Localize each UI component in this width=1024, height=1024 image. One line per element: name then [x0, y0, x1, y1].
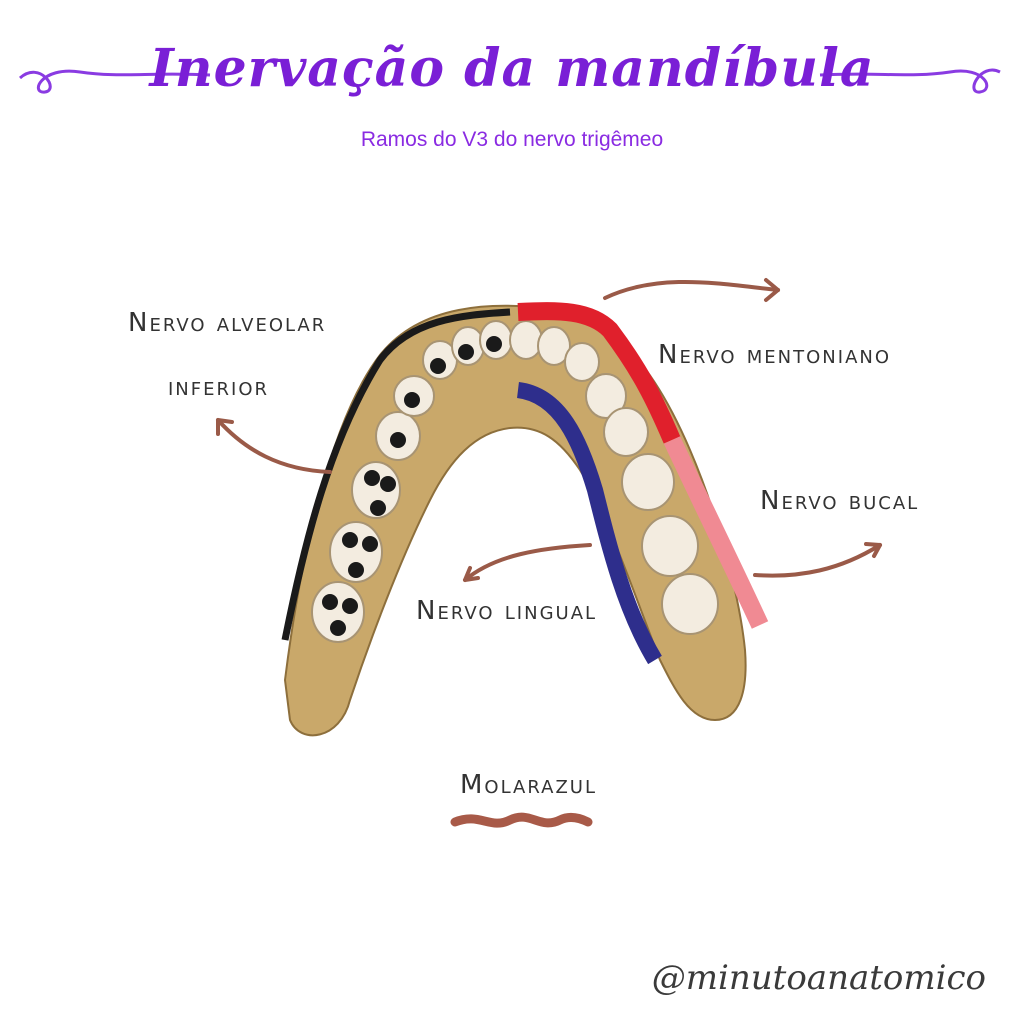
- bucal-nerve-line: [663, 436, 769, 629]
- label-alveolar-line2: inferior: [168, 372, 269, 402]
- tooth-dots: [322, 336, 502, 636]
- lingual-arrow-icon: [463, 543, 592, 582]
- mentoniano-nerve-line: [517, 302, 681, 444]
- page-subtitle: Ramos do V3 do nervo trigêmeo: [360, 128, 664, 151]
- molarazul-squiggle-icon: [450, 812, 593, 828]
- right-flourish-icon: [819, 68, 1001, 94]
- label-mentoniano: Nervo mentoniano: [658, 340, 892, 370]
- bucal-arrow-icon: [753, 543, 882, 578]
- brand-handle: @minutoanatomico: [651, 958, 986, 998]
- alveolar-arrow-icon: [216, 418, 332, 474]
- page-title: Inervação da mandíbula: [149, 38, 875, 99]
- lingual-nerve-line: [516, 382, 662, 665]
- teeth-right-row: [509, 320, 719, 635]
- label-alveolar-line1: Nervo alveolar: [128, 308, 327, 338]
- label-bucal: Nervo bucal: [760, 486, 920, 516]
- arrows: [216, 278, 882, 582]
- mentoniano-arrow-icon: [603, 280, 780, 300]
- label-molarazul: Molarazul: [460, 770, 597, 800]
- left-flourish-icon: [18, 69, 211, 94]
- label-lingual: Nervo lingual: [416, 596, 598, 626]
- alveolar-nerve-line: [281, 308, 511, 641]
